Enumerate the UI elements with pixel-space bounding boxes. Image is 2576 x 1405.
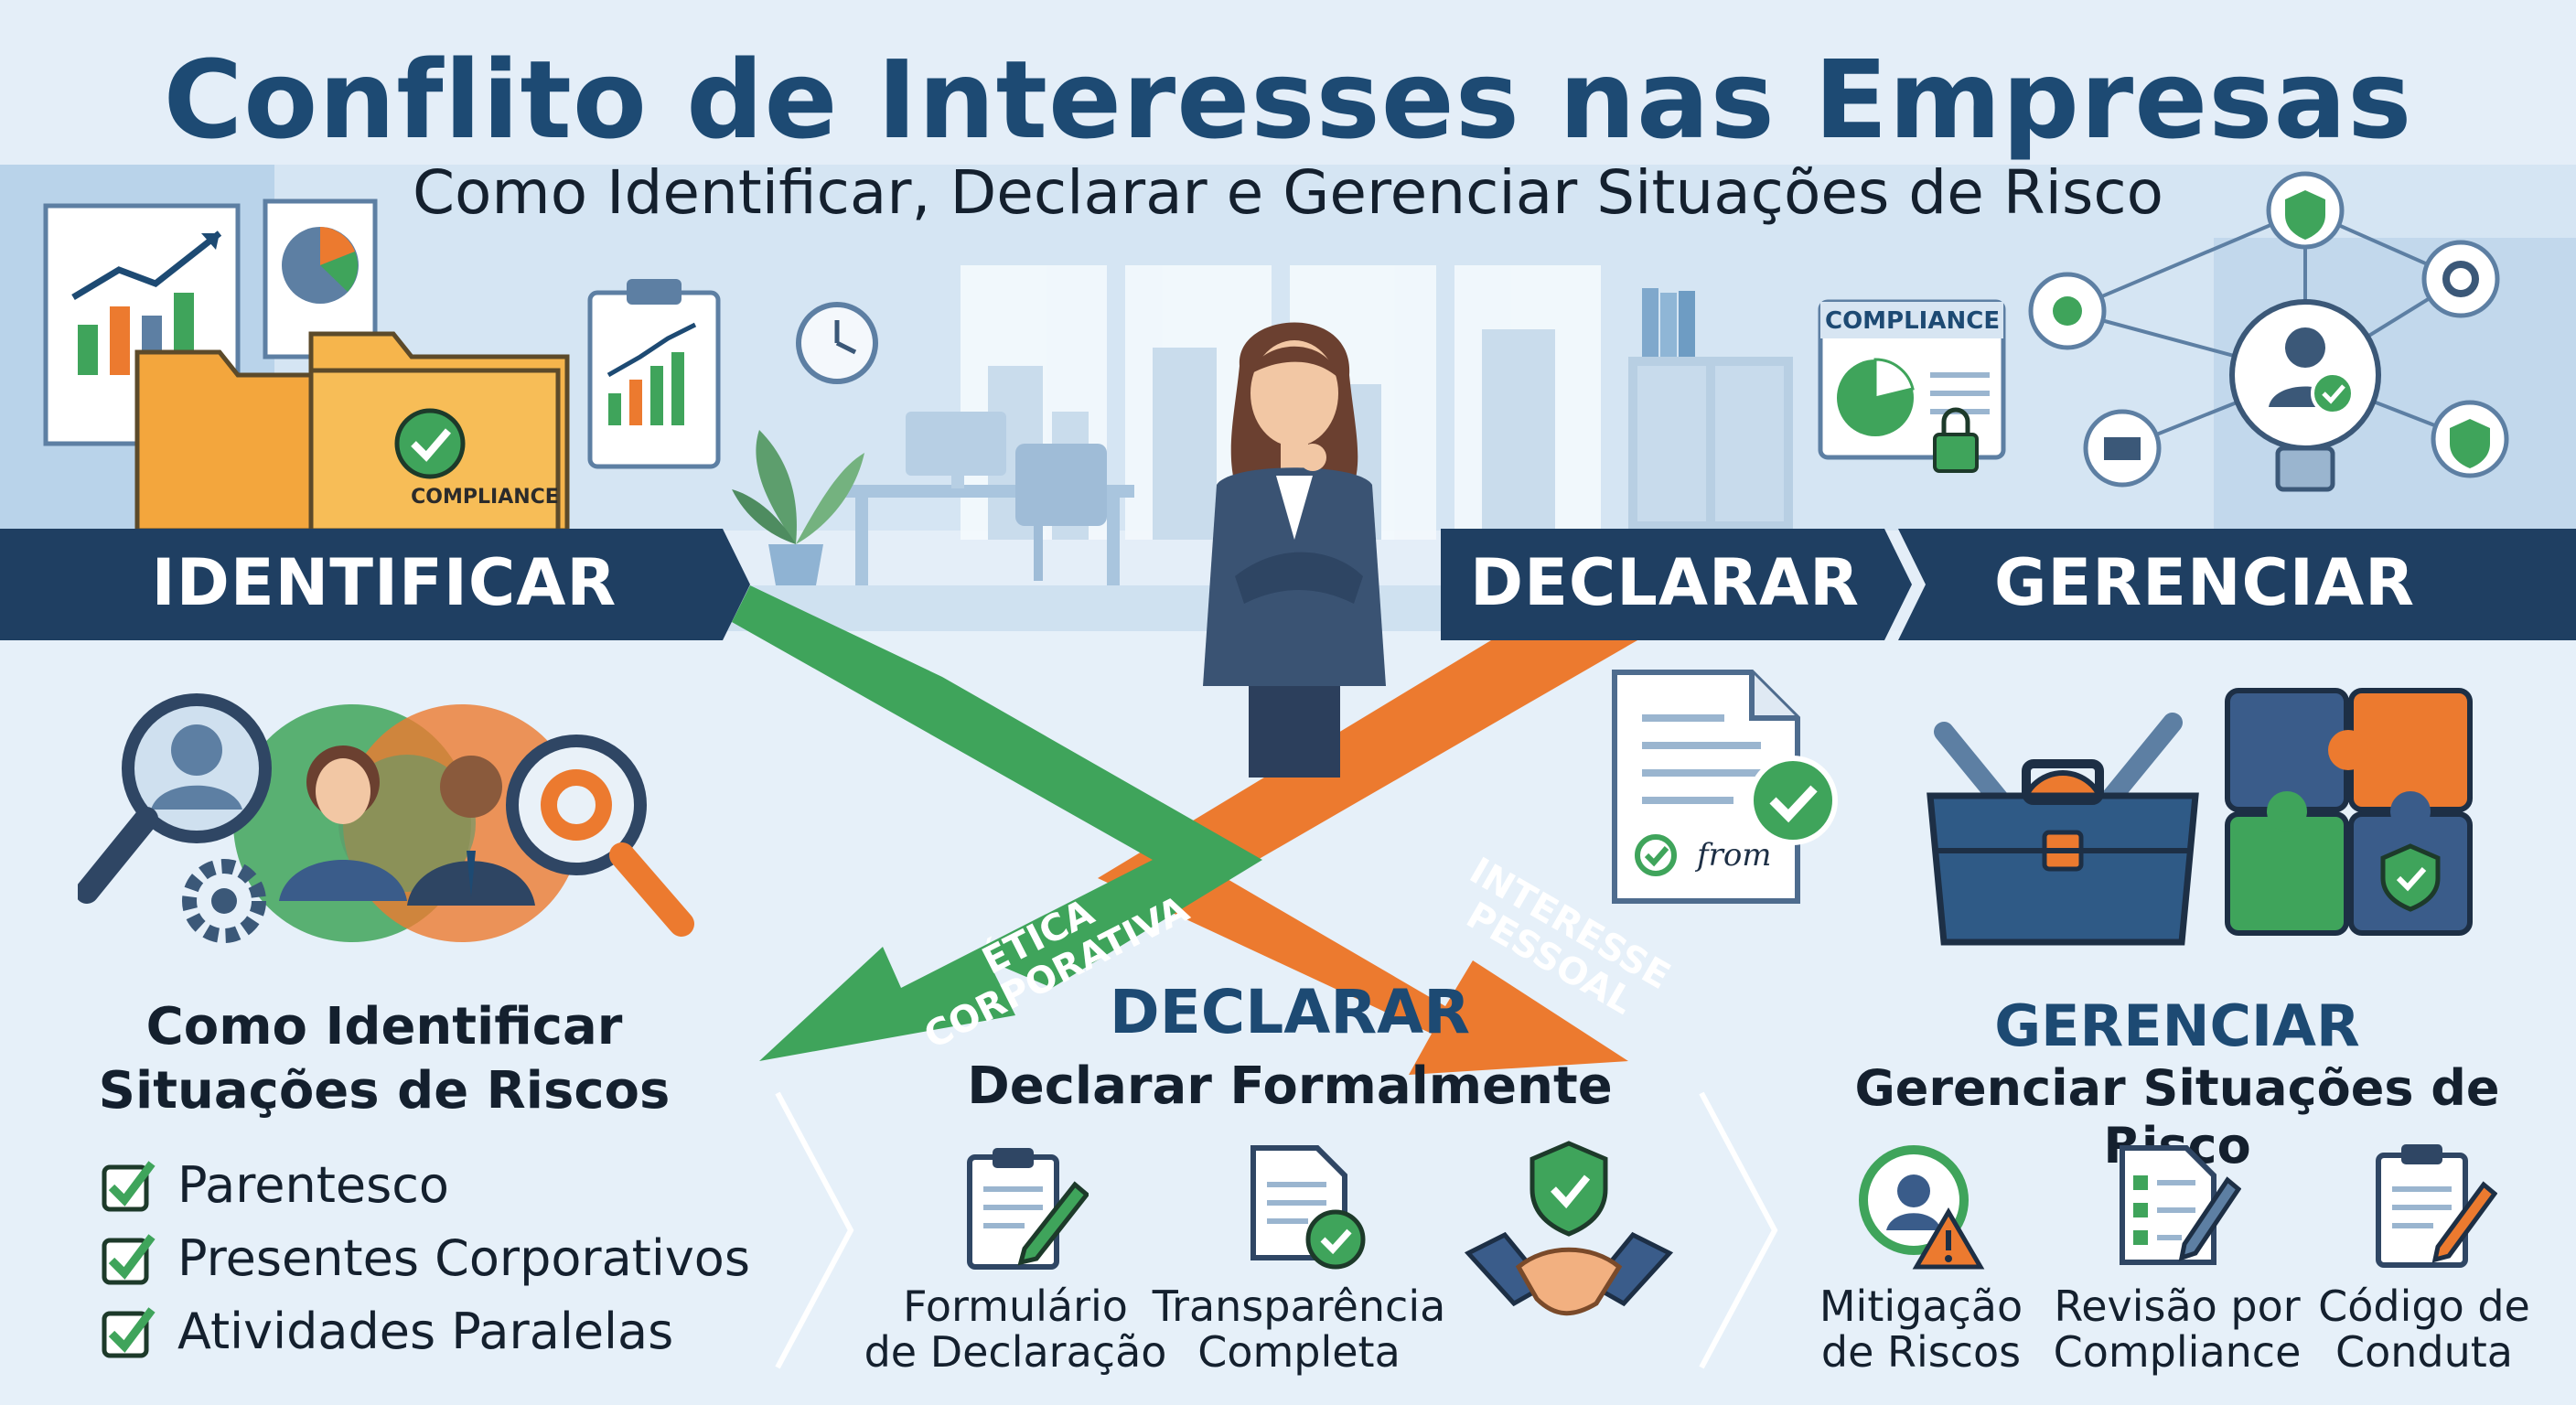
checkbox-checked-icon xyxy=(102,1161,156,1212)
compliance-network-diagram xyxy=(2028,171,2509,492)
clipboard-chart-icon xyxy=(587,279,721,469)
declarar-subtitle: Declarar Formalmente xyxy=(967,1056,1613,1116)
card-transparencia-label: Transparência Completa xyxy=(1143,1283,1454,1375)
checkbox-checked-icon xyxy=(102,1307,156,1358)
banner-declarar: DECLARAR xyxy=(1469,545,1861,620)
risk-mitigation-icon xyxy=(1859,1145,1985,1270)
risk-list: Parentesco Presentes Corporativos Ativid… xyxy=(101,1148,750,1367)
card-codigo-label: Código de Conduta xyxy=(2296,1283,2552,1375)
code-of-conduct-icon xyxy=(2376,1144,2497,1268)
signature-text: from xyxy=(1697,837,1772,874)
card-formulario-line2: de Declaração xyxy=(864,1327,1167,1377)
declarar-title: DECLARAR xyxy=(1109,977,1471,1047)
card-formulario-label: Formulário de Declaração xyxy=(860,1283,1171,1375)
gerenciar-title: GERENCIAR xyxy=(1994,992,2360,1059)
page-subtitle: Como Identificar, Declarar e Gerenciar S… xyxy=(412,157,2164,228)
handshake-shield-icon xyxy=(1464,1141,1674,1316)
puzzle-icon xyxy=(2225,688,2473,936)
toolbox-icon xyxy=(1927,713,2199,946)
compliance-board-label: COMPLIANCE xyxy=(1825,307,2001,335)
transparent-document-icon xyxy=(1250,1145,1366,1270)
banner-identificar-shape xyxy=(0,529,750,640)
compliance-review-icon xyxy=(2120,1145,2241,1265)
page-title: Conflito de Interesses nas Empresas xyxy=(163,37,2413,163)
card-transparencia-line2: Completa xyxy=(1197,1327,1401,1377)
card-formulario-line1: Formulário xyxy=(903,1282,1128,1331)
risk-item-label: Presentes Corporativos xyxy=(177,1228,750,1287)
form-pen-icon xyxy=(967,1148,1089,1270)
declaration-document-icon xyxy=(1612,670,1838,904)
banner-identificar: IDENTIFICAR xyxy=(151,545,617,620)
arrow-etica-corporativa xyxy=(732,585,1262,1061)
identificar-heading-line1: Como Identificar xyxy=(145,997,623,1056)
card-codigo-line1: Código de xyxy=(2318,1282,2530,1331)
compliance-board-icon xyxy=(1818,299,2006,473)
card-codigo-line2: Conduta xyxy=(2335,1327,2513,1377)
card-mitigacao-line2: de Riscos xyxy=(1820,1327,2022,1377)
card-transparencia-line1: Transparência xyxy=(1152,1282,1446,1331)
documents-folders-illustration xyxy=(43,198,570,533)
card-mitigacao-line1: Mitigação xyxy=(1819,1282,2023,1331)
card-revisao-line1: Revisão por xyxy=(2054,1282,2301,1331)
card-revisao-line2: Compliance xyxy=(2053,1327,2302,1377)
banner-gerenciar: GERENCIAR xyxy=(1993,545,2416,620)
folder-compliance-label: COMPLIANCE xyxy=(411,486,559,509)
identificar-heading-line2: Situações de Riscos xyxy=(98,1061,671,1121)
card-revisao-label: Revisão por Compliance xyxy=(2040,1283,2314,1375)
list-item: Parentesco xyxy=(101,1148,750,1221)
checkbox-checked-icon xyxy=(102,1234,156,1285)
list-item: Presentes Corporativos xyxy=(101,1221,750,1294)
banner-declarar-shape xyxy=(1441,529,1912,640)
card-mitigacao-label: Mitigação de Riscos xyxy=(1784,1283,2058,1375)
risk-item-label: Parentesco xyxy=(177,1155,449,1214)
list-item: Atividades Paralelas xyxy=(101,1294,750,1367)
banner-gerenciar-shape xyxy=(1898,529,2576,640)
identificar-heading: Como Identificar Situações de Riscos xyxy=(55,995,714,1123)
section-banners xyxy=(0,529,2576,640)
identify-risk-illustration xyxy=(78,693,694,943)
crossing-arrows xyxy=(732,585,1637,1075)
risk-item-label: Atividades Paralelas xyxy=(177,1302,674,1360)
businesswoman-illustration xyxy=(1203,322,1386,778)
